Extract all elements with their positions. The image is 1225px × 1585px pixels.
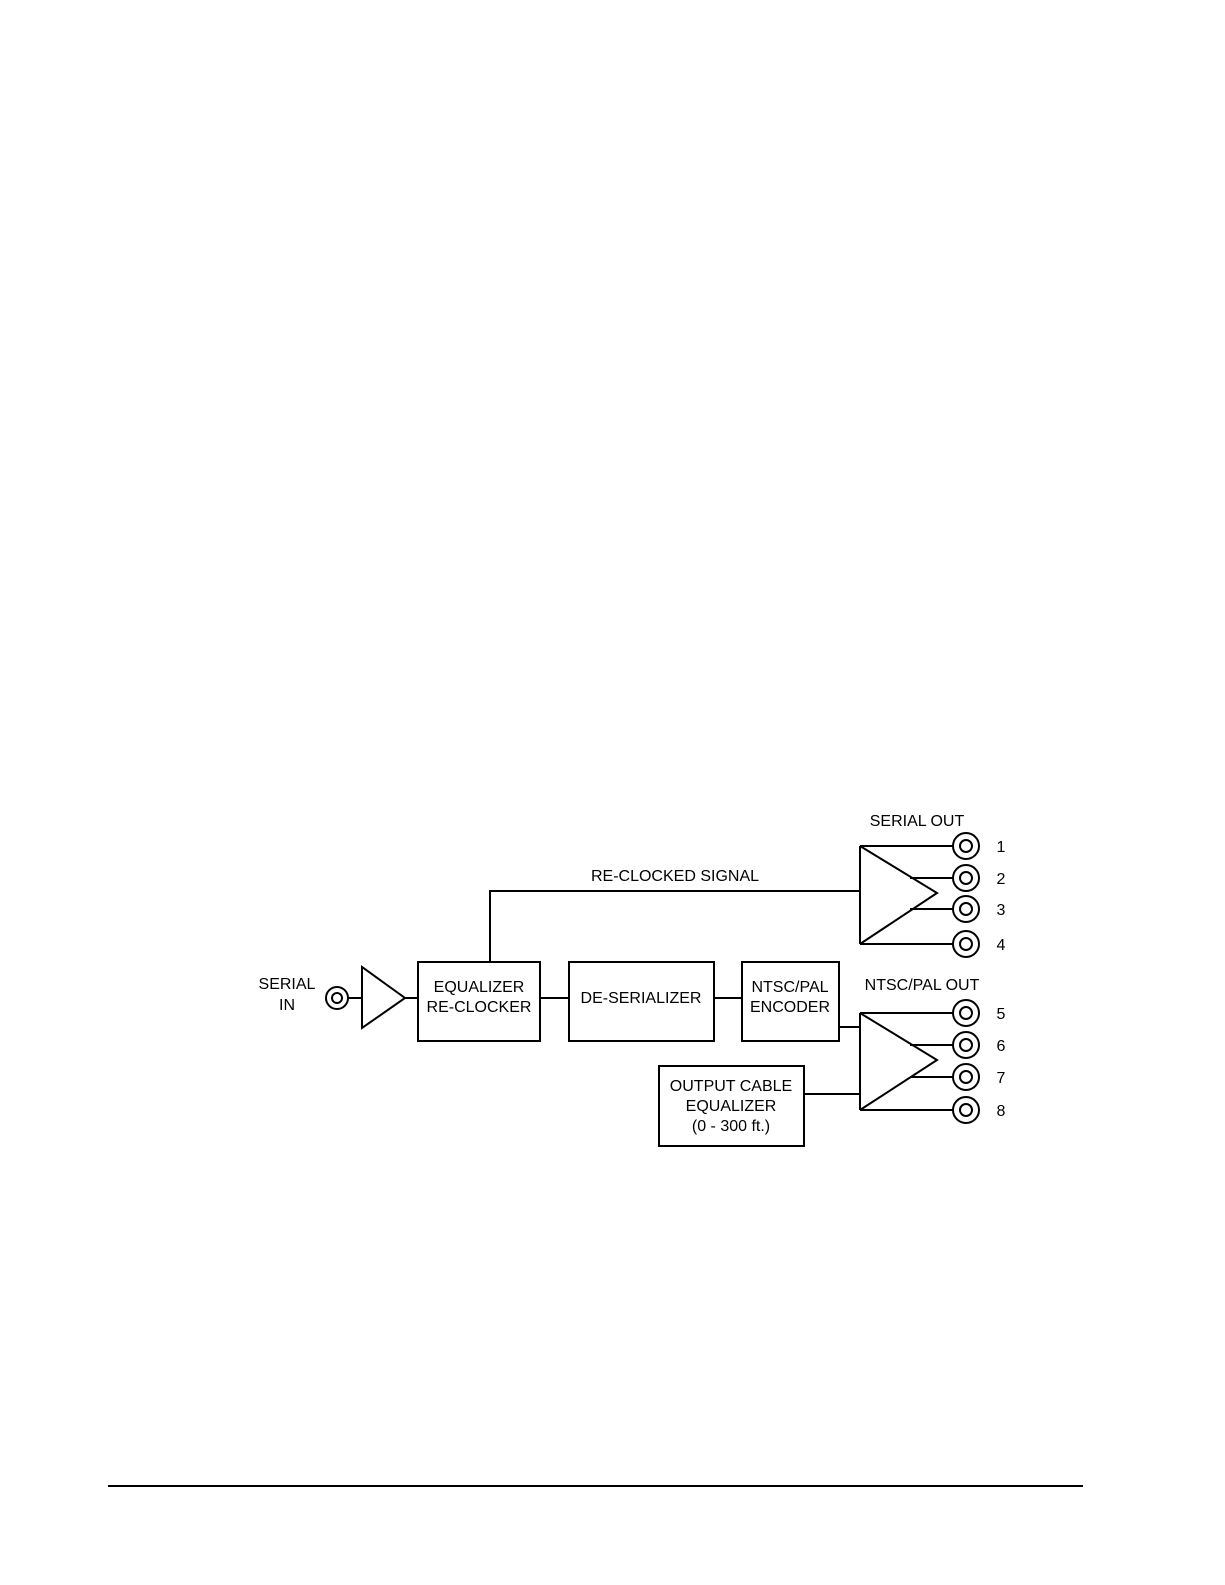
ntsc-out-jack-6 [953, 1032, 979, 1058]
cable-eq-label-line-2: EQUALIZER [686, 1098, 777, 1115]
ntsc-out-jack-7 [953, 1064, 979, 1090]
input-amplifier [362, 967, 405, 1028]
ntsc-out-amplifier [860, 1013, 937, 1110]
serial-in-jack [326, 987, 348, 1009]
serial-out-number-4: 4 [997, 937, 1006, 954]
ntsc-out-number-7: 7 [997, 1070, 1006, 1087]
cable-eq-label-line-3: (0 - 300 ft.) [692, 1118, 770, 1135]
serial-out-jack-3 [953, 896, 979, 922]
deserializer-label: DE-SERIALIZER [581, 990, 702, 1007]
serial-out-number-3: 3 [997, 902, 1006, 919]
ntsc-out-number-5: 5 [997, 1006, 1006, 1023]
serial-in-label-line-1: SERIAL [259, 976, 316, 993]
equalizer-label-line-2: RE-CLOCKER [427, 999, 532, 1016]
reclocked-signal-wire [490, 891, 860, 962]
serial-out-number-2: 2 [997, 871, 1006, 888]
ntsc-out-number-8: 8 [997, 1103, 1006, 1120]
equalizer-label-line-1: EQUALIZER [434, 979, 525, 996]
serial-out-jack-1 [953, 833, 979, 859]
ntsc-out-number-6: 6 [997, 1038, 1006, 1055]
ntsc-out-jack-8 [953, 1097, 979, 1123]
serial-out-number-1: 1 [997, 839, 1006, 856]
ntsc-pal-out-label: NTSC/PAL OUT [865, 977, 980, 994]
encoder-label-line-2: ENCODER [750, 999, 830, 1016]
ntsc-out-jack-5 [953, 1000, 979, 1026]
cable-eq-label-line-1: OUTPUT CABLE [670, 1078, 792, 1095]
serial-out-jack-4 [953, 931, 979, 957]
reclocked-signal-label: RE-CLOCKED SIGNAL [591, 868, 759, 885]
serial-out-amplifier [860, 846, 937, 944]
serial-in-label-line-2: IN [279, 997, 295, 1014]
encoder-label-line-1: NTSC/PAL [751, 979, 828, 996]
serial-out-label: SERIAL OUT [870, 813, 965, 830]
serial-out-jack-2 [953, 865, 979, 891]
